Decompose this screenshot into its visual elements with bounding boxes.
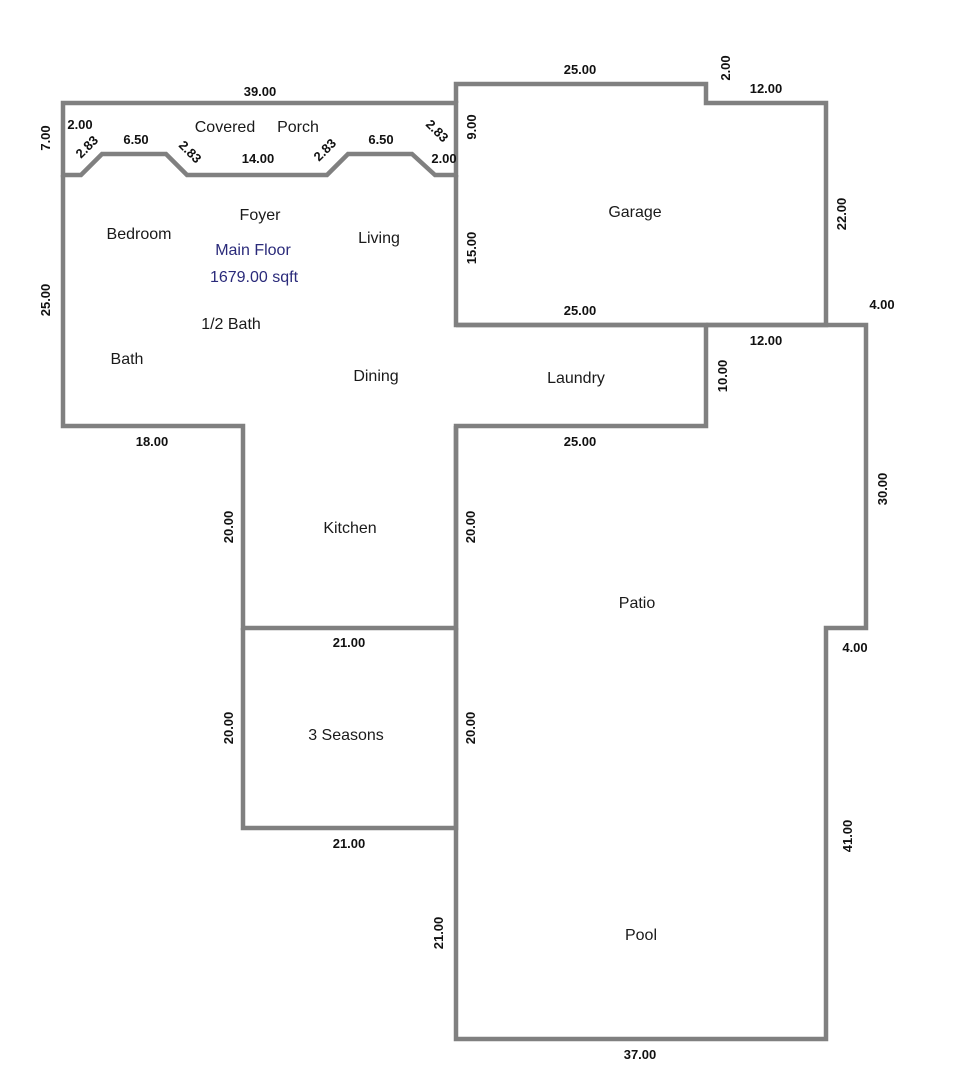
- dim-label: 14.00: [242, 151, 275, 166]
- room-label-foyer: Foyer: [240, 207, 282, 224]
- room-labels: Covered Porch Foyer Bedroom Living Main …: [107, 119, 662, 944]
- dim-label: 20.00: [463, 712, 478, 745]
- room-label-half-bath: 1/2 Bath: [201, 316, 261, 333]
- dim-label: 15.00: [464, 232, 479, 265]
- room-label-dining: Dining: [353, 368, 398, 385]
- dim-label: 2.83: [311, 136, 340, 165]
- room-label-living: Living: [358, 230, 400, 247]
- room-label-bedroom: Bedroom: [107, 226, 172, 243]
- room-label-kitchen: Kitchen: [323, 520, 376, 537]
- dim-label: 6.50: [368, 132, 393, 147]
- dim-label: 7.00: [38, 125, 53, 150]
- dim-label: 4.00: [869, 297, 894, 312]
- dim-label: 9.00: [464, 114, 479, 139]
- dim-label: 25.00: [564, 434, 597, 449]
- room-label-porch: Porch: [277, 119, 319, 136]
- dim-label: 21.00: [431, 917, 446, 950]
- dim-label: 10.00: [715, 360, 730, 393]
- three-seasons-outline: [240, 628, 459, 831]
- dim-label: 2.83: [176, 138, 205, 167]
- dimension-labels: 39.00 2.00 6.50 2.83 2.83 14.00 2.83 6.5…: [38, 55, 895, 1062]
- dim-label: 6.50: [123, 132, 148, 147]
- room-label-bath: Bath: [111, 351, 144, 368]
- dim-label: 18.00: [136, 434, 169, 449]
- dim-label: 41.00: [840, 820, 855, 853]
- room-label-pool: Pool: [625, 927, 657, 944]
- room-label-laundry: Laundry: [547, 370, 605, 387]
- dim-label: 39.00: [244, 84, 277, 99]
- dim-label: 20.00: [463, 511, 478, 544]
- patio-pool-outline: [453, 322, 869, 1042]
- room-label-covered: Covered: [195, 119, 255, 136]
- walls: [60, 81, 869, 1042]
- dim-label: 20.00: [221, 712, 236, 745]
- dim-label: 12.00: [750, 333, 783, 348]
- dim-label: 2.00: [67, 117, 92, 132]
- floor-area: 1679.00 sqft: [210, 269, 299, 286]
- dim-label: 21.00: [333, 635, 366, 650]
- dim-label: 25.00: [38, 284, 53, 317]
- dim-label: 12.00: [750, 81, 783, 96]
- dim-label: 25.00: [564, 62, 597, 77]
- dim-label: 2.00: [431, 151, 456, 166]
- dim-label: 2.83: [423, 117, 452, 146]
- dim-label: 4.00: [842, 640, 867, 655]
- dim-label: 20.00: [221, 511, 236, 544]
- dim-label: 30.00: [875, 473, 890, 506]
- dim-label: 22.00: [834, 198, 849, 231]
- dim-label: 21.00: [333, 836, 366, 851]
- dim-label: 2.00: [718, 55, 733, 80]
- dim-label: 25.00: [564, 303, 597, 318]
- room-label-three-seasons: 3 Seasons: [308, 727, 384, 744]
- dim-label: 37.00: [624, 1047, 657, 1062]
- room-label-patio: Patio: [619, 595, 656, 612]
- floor-name: Main Floor: [215, 242, 291, 259]
- room-label-garage: Garage: [608, 204, 661, 221]
